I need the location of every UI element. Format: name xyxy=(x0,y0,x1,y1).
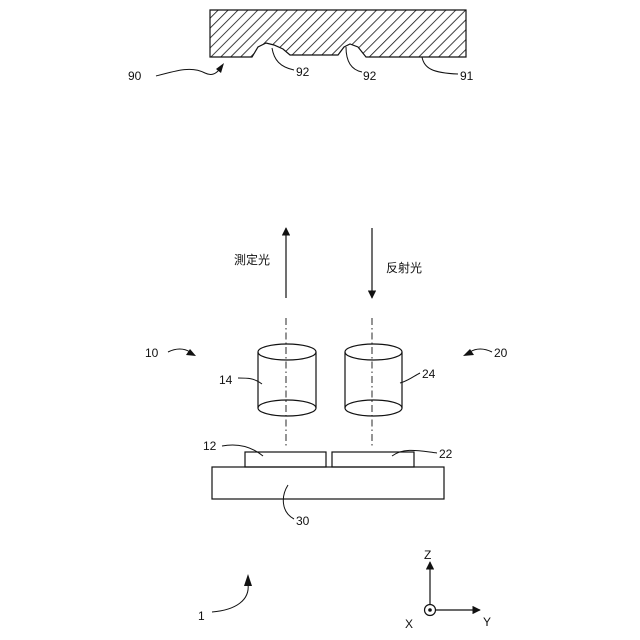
leader-20: 20 xyxy=(463,346,508,360)
leader-90: 90 xyxy=(128,63,224,83)
label-surface-91: 91 xyxy=(460,69,474,83)
measurement-light-beam: 測定光 xyxy=(234,228,286,298)
label-axis-z: Z xyxy=(424,548,431,562)
label-emitter-lens-14: 14 xyxy=(219,373,233,387)
object-90 xyxy=(210,10,466,57)
leader-10: 10 xyxy=(145,346,196,360)
label-reflected-light: 反射光 xyxy=(386,260,422,275)
label-receiver-element-22: 22 xyxy=(439,447,453,461)
receiver-lens-24 xyxy=(345,344,402,416)
leader-12: 12 xyxy=(203,439,263,456)
emitter-lens-14 xyxy=(258,344,316,416)
label-axis-x: X xyxy=(405,617,413,631)
label-axis-y: Y xyxy=(483,615,491,629)
leader-30: 30 xyxy=(283,485,309,528)
leader-1: 1 xyxy=(198,574,252,623)
label-device-1: 1 xyxy=(198,609,205,623)
coordinate-axes: Z X Y xyxy=(405,548,491,631)
label-defect-92-b: 92 xyxy=(363,69,377,83)
label-emitter-element-12: 12 xyxy=(203,439,217,453)
leader-91: 91 xyxy=(422,57,474,83)
emitter-element-12 xyxy=(245,452,326,467)
label-object-90: 90 xyxy=(128,69,142,83)
object-hatched-body xyxy=(210,10,466,57)
leader-14: 14 xyxy=(219,373,262,387)
label-receiver-lens-24: 24 xyxy=(422,367,436,381)
label-emitter-unit-10: 10 xyxy=(145,346,159,360)
leader-24: 24 xyxy=(400,367,436,383)
substrate-30 xyxy=(212,467,444,499)
label-defect-92-a: 92 xyxy=(296,65,310,79)
leader-22: 22 xyxy=(392,447,453,461)
label-receiver-unit-20: 20 xyxy=(494,346,508,360)
label-measurement-light: 測定光 xyxy=(234,252,270,267)
reflected-light-beam: 反射光 xyxy=(372,228,422,298)
label-substrate-30: 30 xyxy=(296,514,310,528)
receiver-element-22 xyxy=(332,452,414,467)
